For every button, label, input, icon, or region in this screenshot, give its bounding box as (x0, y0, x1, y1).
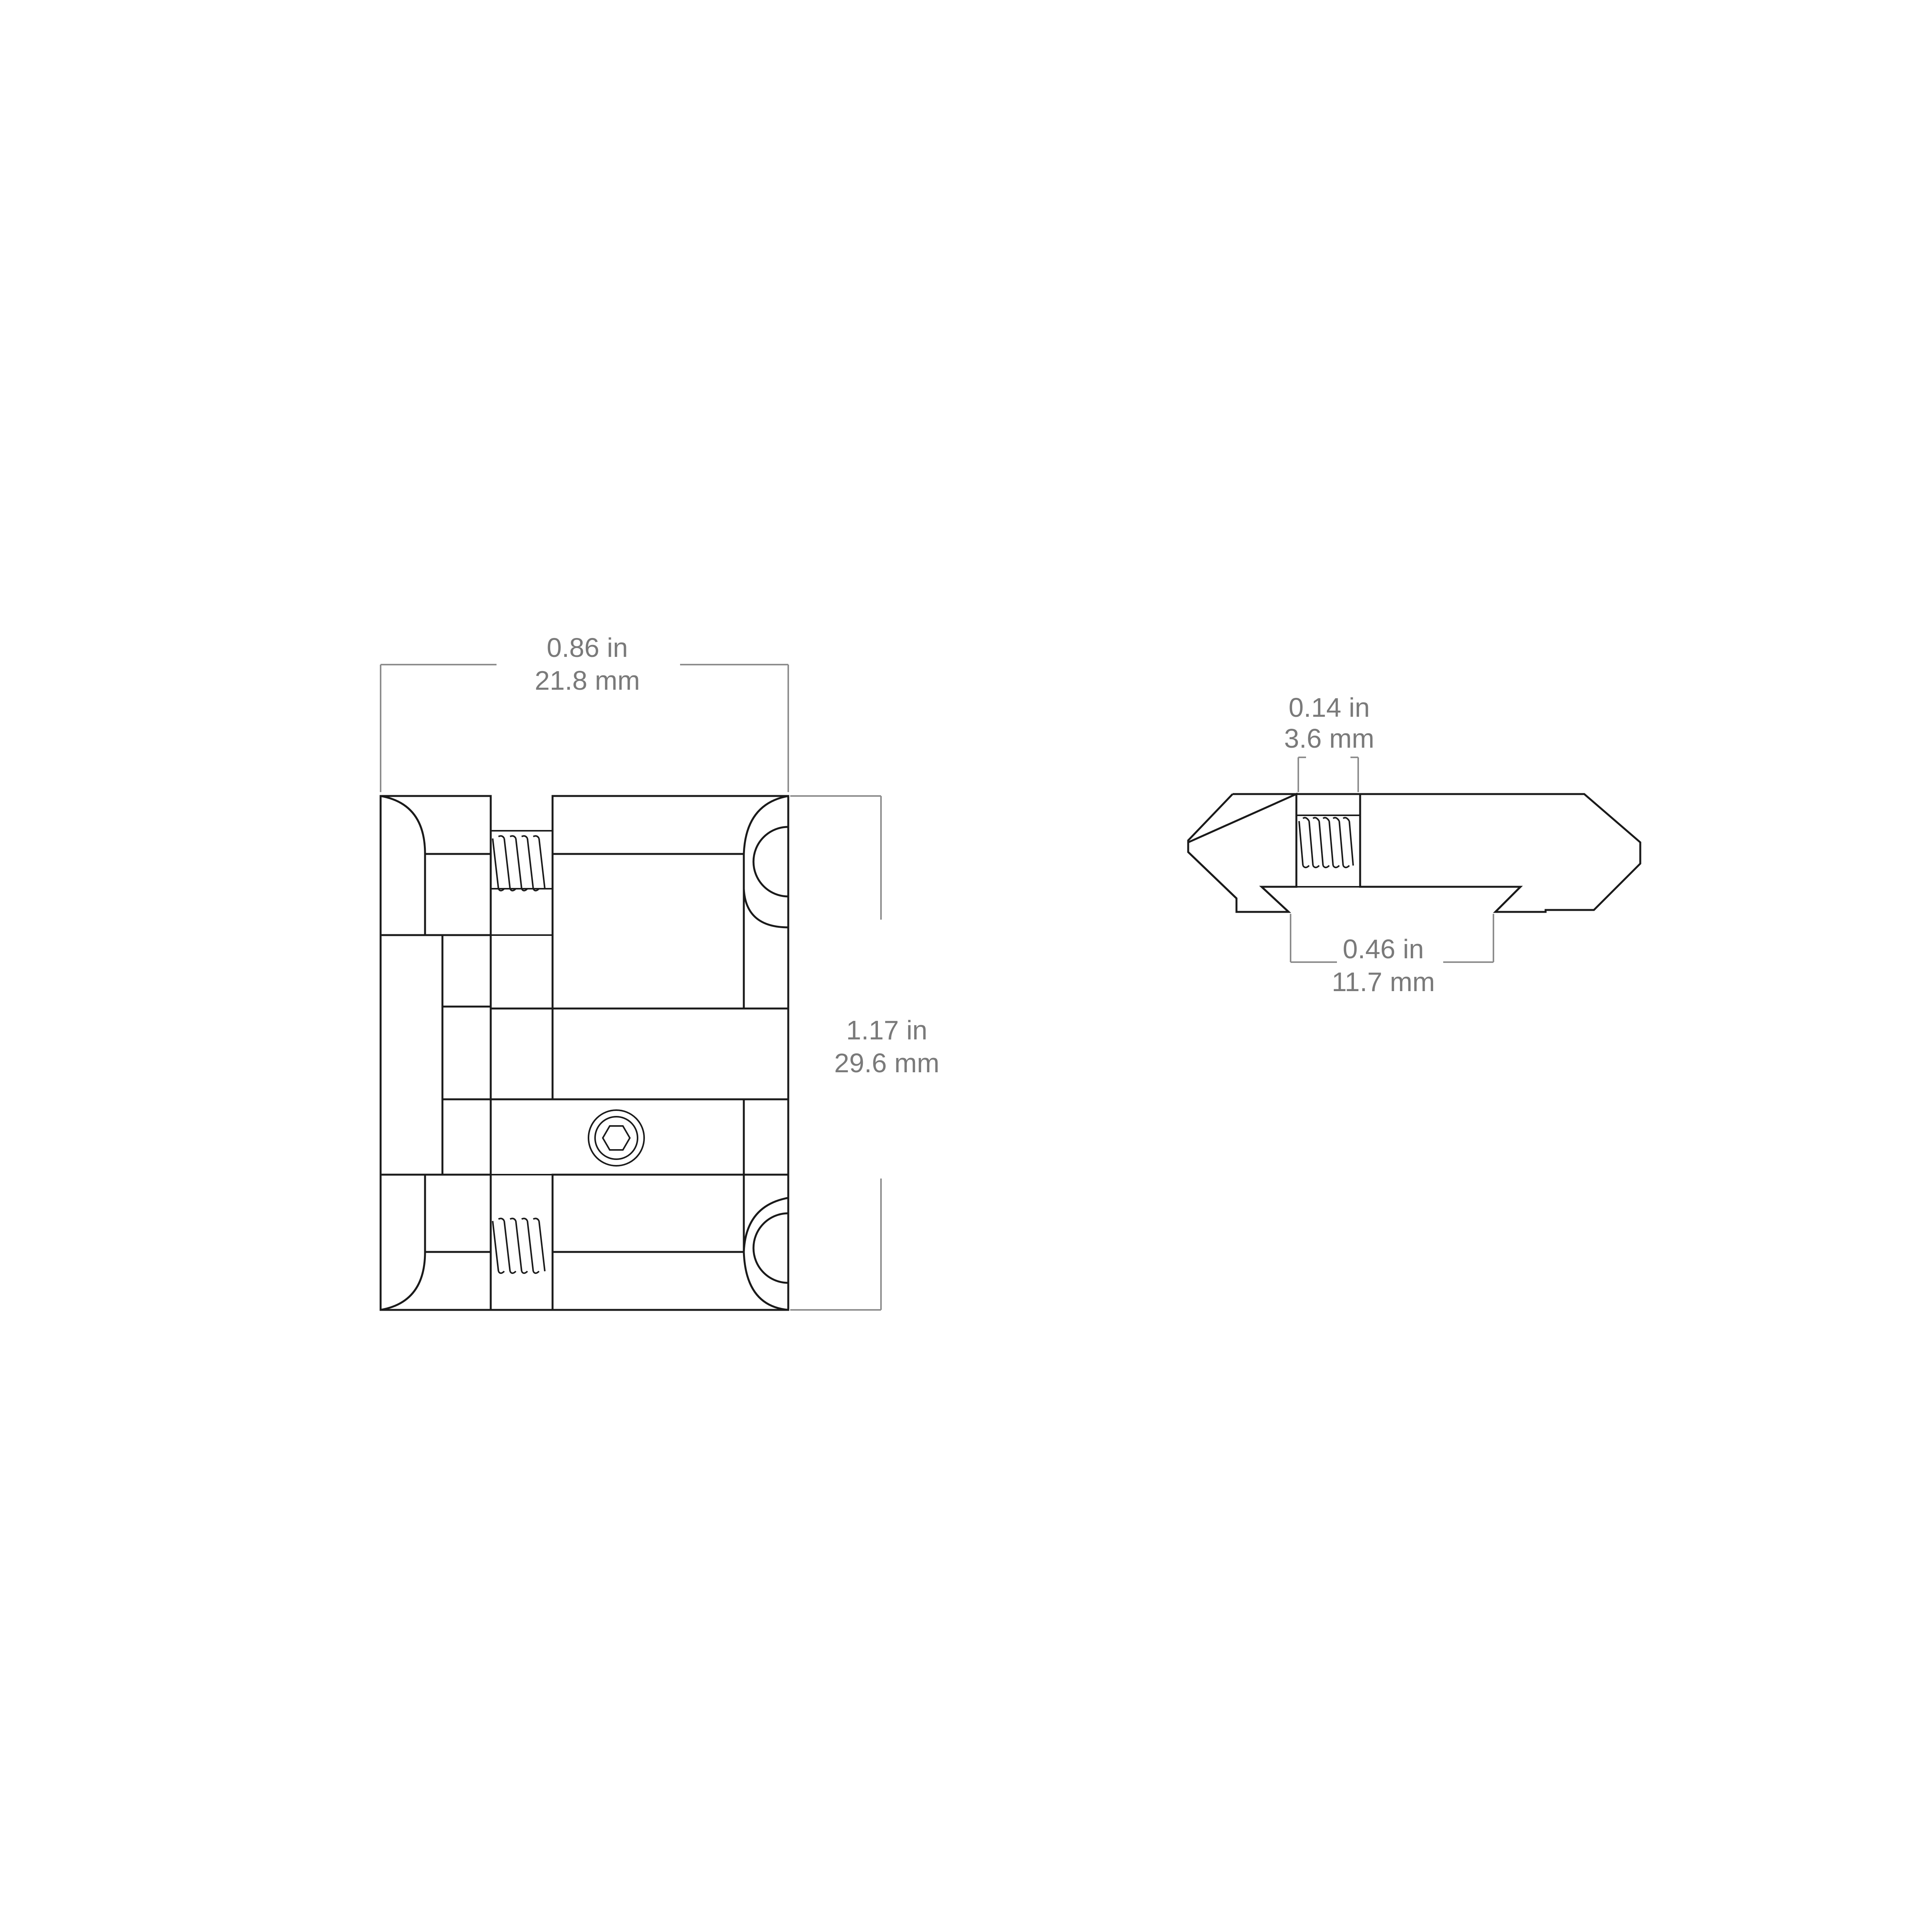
spring-top (490, 830, 553, 936)
hex-socket-screw (588, 1109, 645, 1167)
string-groove-top (743, 795, 789, 929)
side-gap-imperial: 0.14 in (1289, 692, 1370, 723)
string-groove-bottom (743, 1197, 789, 1311)
front-view (379, 795, 789, 1311)
front-width-metric: 21.8 mm (535, 665, 640, 696)
front-height-imperial: 1.17 in (846, 1015, 927, 1045)
center-bar (490, 1007, 789, 1100)
middle-left-column (379, 934, 444, 1176)
string-groove-top-notch (752, 826, 789, 898)
side-base-imperial: 0.46 in (1343, 934, 1424, 964)
side-profile-outline-main (1187, 793, 1298, 913)
side-view (1187, 793, 1641, 913)
front-height-metric: 29.6 mm (834, 1048, 939, 1078)
bottom-left-block (379, 1173, 492, 1311)
front-width-dimension-lines (380, 664, 789, 792)
side-profile-outline (1187, 793, 1641, 913)
front-height-dimension-lines (790, 795, 882, 1311)
spring-bottom (490, 1174, 553, 1311)
side-base-metric: 11.7 mm (1332, 967, 1435, 997)
side-base-dimension-lines (1290, 914, 1494, 963)
front-width-imperial: 0.86 in (547, 633, 628, 663)
top-left-block (379, 795, 492, 936)
top-saddle-body (551, 795, 789, 1010)
side-profile-bottom (1360, 886, 1547, 913)
side-gap-metric: 3.6 mm (1284, 723, 1374, 753)
top-left-block-curve (380, 795, 426, 854)
spring-section (1296, 815, 1361, 888)
string-groove-bottom-notch (752, 1212, 789, 1284)
side-gap-dimension-lines (1298, 757, 1359, 792)
